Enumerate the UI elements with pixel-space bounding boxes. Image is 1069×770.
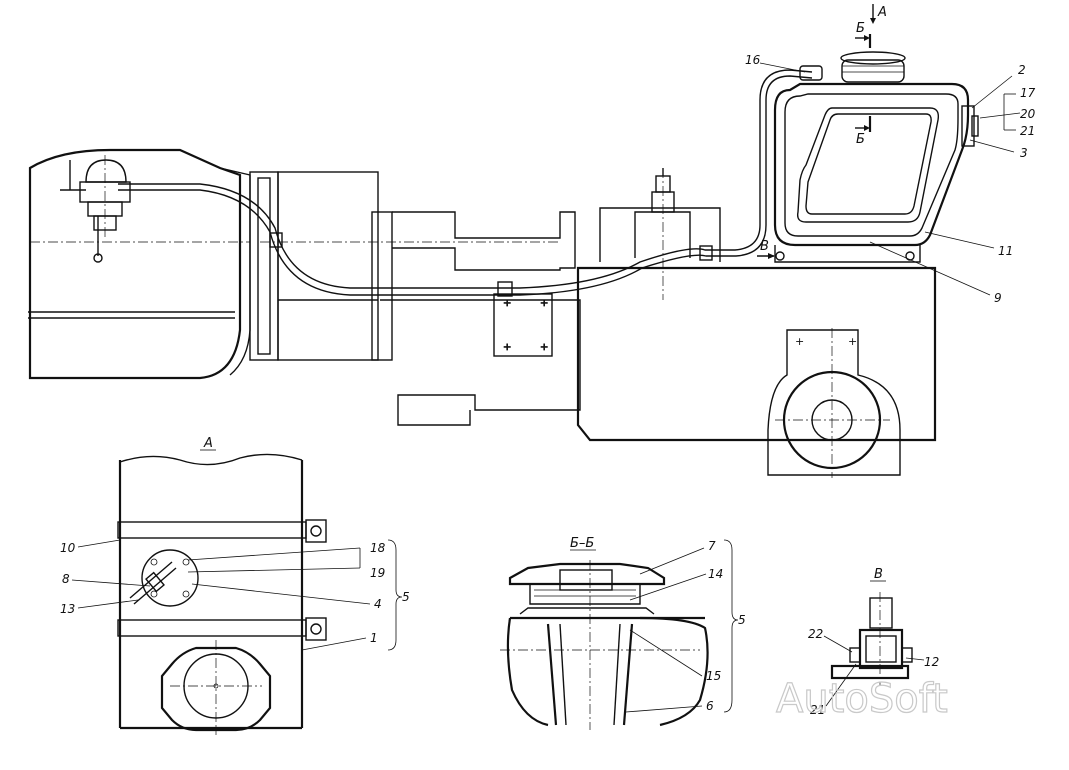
main-assembly-view: + + + + + +: [28, 4, 1036, 478]
callout-7: 7: [708, 539, 716, 553]
callout-16: 16: [745, 53, 761, 67]
rear-housing: + +: [576, 168, 937, 478]
svg-text:+: +: [795, 335, 804, 348]
callout-10: 10: [60, 541, 76, 555]
callout-4: 4: [374, 597, 382, 611]
view-v-title: В: [874, 567, 883, 582]
view-a-arrow-label: А: [877, 5, 887, 20]
gearbox: + + + +: [260, 211, 581, 426]
callout-21-main: 21: [1020, 124, 1035, 138]
view-a: А 10 8 13 18: [60, 436, 410, 735]
main-callouts: 16 2 17 20 21 3 11 9: [745, 53, 1036, 305]
callout-22: 22: [808, 627, 823, 641]
svg-text:+: +: [540, 298, 548, 309]
section-b-mid-label: Б: [856, 132, 865, 147]
section-b-top-label: Б: [856, 21, 865, 36]
callout-5-section: 5: [738, 613, 746, 627]
watermark: AutoSoft: [776, 676, 948, 722]
callout-2: 2: [1018, 63, 1026, 77]
callout-14: 14: [708, 567, 723, 581]
callout-13: 13: [60, 602, 75, 616]
fuel-line: [118, 69, 813, 297]
callout-6: 6: [706, 699, 714, 713]
callout-12: 12: [924, 655, 939, 669]
engine-block: [28, 148, 379, 380]
callout-1: 1: [370, 631, 378, 645]
callout-19: 19: [370, 566, 385, 580]
fuel-sensor: [60, 155, 131, 263]
view-markers: А Б Б В: [757, 4, 887, 259]
callout-8: 8: [62, 572, 70, 586]
callout-3: 3: [1020, 146, 1028, 160]
view-v-arrow-label: В: [760, 239, 769, 254]
callout-20: 20: [1020, 107, 1036, 121]
reservoir-tank: [773, 51, 979, 263]
callout-17: 17: [1020, 86, 1036, 100]
svg-text:+: +: [503, 298, 511, 309]
svg-text:+: +: [503, 342, 511, 353]
callout-5-view-a: 5: [402, 590, 410, 604]
callout-18: 18: [370, 541, 386, 555]
svg-text:+: +: [848, 335, 857, 348]
callout-15: 15: [706, 669, 721, 683]
section-bb-title: Б–Б: [570, 536, 594, 551]
callout-9: 9: [994, 291, 1002, 305]
svg-text:+: +: [540, 342, 548, 353]
callout-21-view-v: 21: [810, 703, 825, 717]
callout-11: 11: [998, 244, 1013, 258]
section-b-b: Б–Б 7 14 5 15 6: [500, 536, 746, 730]
view-v: В 22 12 21: [808, 567, 939, 717]
view-a-title: А: [203, 436, 213, 451]
